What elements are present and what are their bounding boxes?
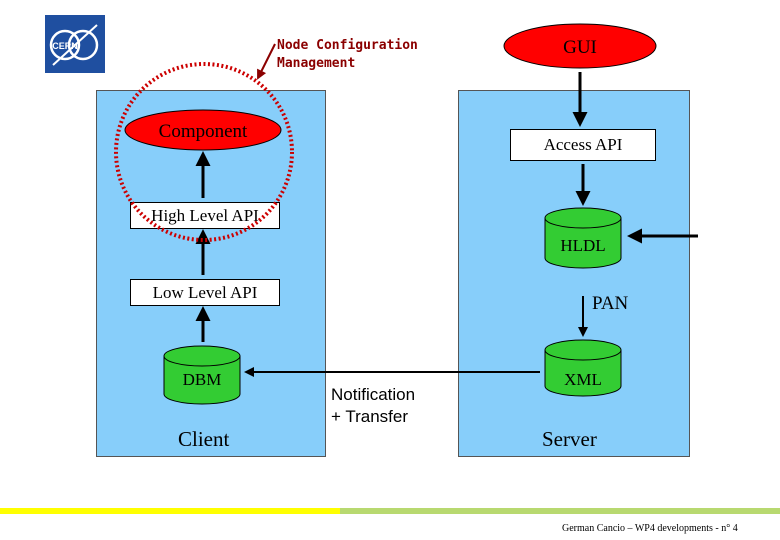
highlight-circle bbox=[114, 62, 294, 242]
dbm-cylinder bbox=[163, 345, 241, 405]
callout-pointer bbox=[257, 43, 276, 80]
component-label: Component bbox=[159, 121, 248, 142]
cern-logo: CERN bbox=[45, 15, 105, 73]
client-title: Client bbox=[178, 427, 230, 451]
high-level-api-box: High Level API bbox=[130, 202, 280, 229]
gui-label: GUI bbox=[563, 37, 597, 58]
xml-label: XML bbox=[564, 370, 602, 389]
cern-logo-icon: CERN bbox=[45, 15, 105, 73]
notification-line-2: + Transfer bbox=[331, 407, 409, 427]
pan-label: PAN bbox=[592, 293, 629, 314]
callout-line-1: Node Configuration bbox=[277, 38, 418, 53]
low-level-api-label: Low Level API bbox=[152, 283, 258, 302]
xml-cylinder bbox=[544, 339, 622, 397]
callout-text: Node Configuration Management bbox=[277, 37, 418, 72]
logo-text: CERN bbox=[52, 41, 78, 51]
access-api-label: Access API bbox=[543, 135, 623, 154]
low-level-api-box: Low Level API bbox=[130, 279, 280, 306]
access-api-box: Access API bbox=[510, 129, 656, 161]
hldl-label: HLDL bbox=[560, 236, 605, 255]
hldl-cylinder bbox=[544, 207, 622, 269]
notification-label: Notification + Transfer bbox=[331, 384, 415, 428]
high-level-api-label: High Level API bbox=[151, 206, 259, 225]
callout-line-2: Management bbox=[277, 55, 356, 71]
dbm-label: DBM bbox=[183, 370, 222, 389]
server-title: Server bbox=[542, 427, 597, 451]
footer-text: German Cancio – WP4 developments - n° 4 bbox=[562, 523, 738, 534]
gui-ellipse bbox=[503, 23, 657, 69]
notification-line-1: Notification bbox=[331, 385, 416, 404]
component-ellipse bbox=[124, 109, 282, 151]
